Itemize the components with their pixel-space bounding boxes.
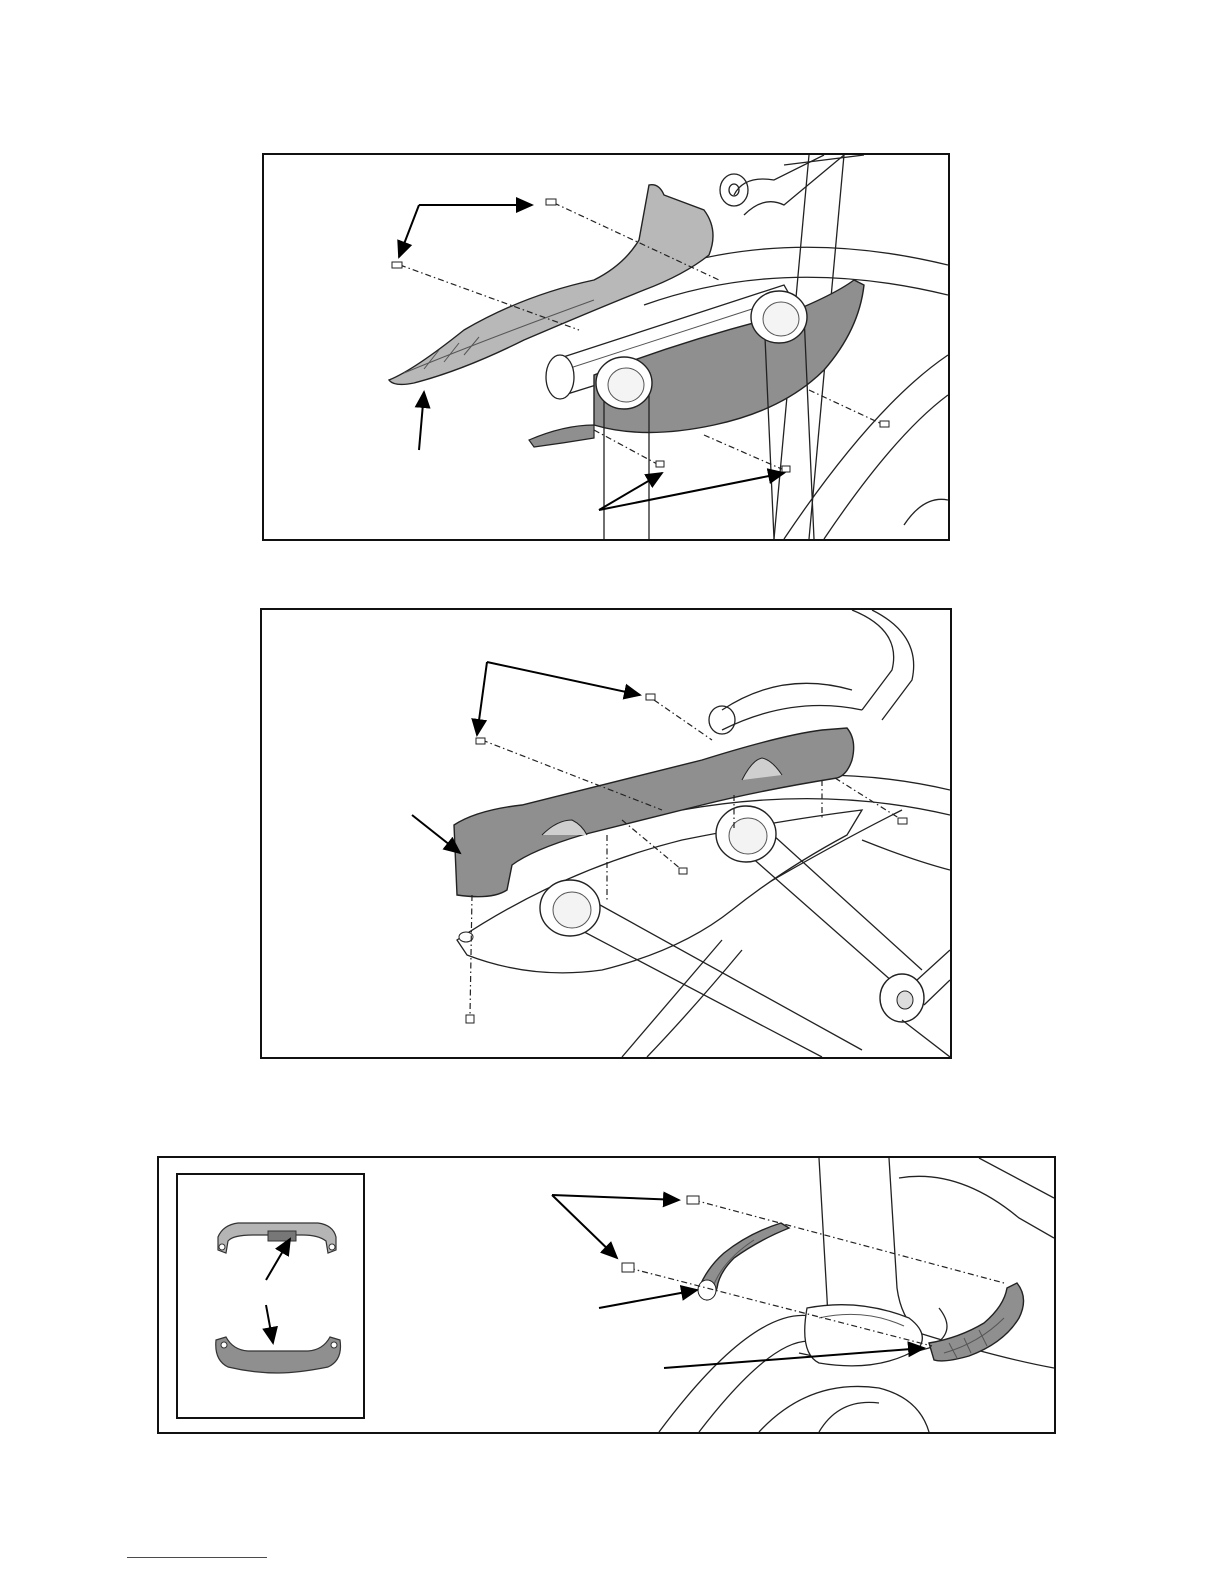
handle-outer-part: [929, 1283, 1024, 1361]
inset-handle-outer: [216, 1337, 341, 1373]
screw-icon: [466, 1015, 474, 1023]
screw-icon: [656, 461, 664, 467]
screw-icon: [392, 262, 402, 268]
figure-1-panel: [262, 153, 950, 541]
screw-icon: [679, 868, 687, 874]
screw-icon: [880, 421, 889, 427]
footer-rule: [127, 1557, 267, 1558]
figure-1-drawing: [264, 155, 948, 539]
figure-2-drawing: [262, 610, 950, 1057]
inset-drawing: [178, 1175, 363, 1417]
screw-icon: [687, 1196, 699, 1204]
screw-icon: [476, 738, 485, 744]
figure-3-inset: [176, 1173, 365, 1419]
screw-icon: [622, 1263, 634, 1272]
figure-2-panel: [260, 608, 952, 1059]
frame-tubes: [659, 1158, 1054, 1432]
screw-icon: [646, 694, 655, 700]
figure-3-panel: [157, 1156, 1056, 1434]
screw-icon: [546, 199, 556, 205]
screw-icon: [782, 466, 790, 472]
screw-icon: [898, 818, 907, 824]
